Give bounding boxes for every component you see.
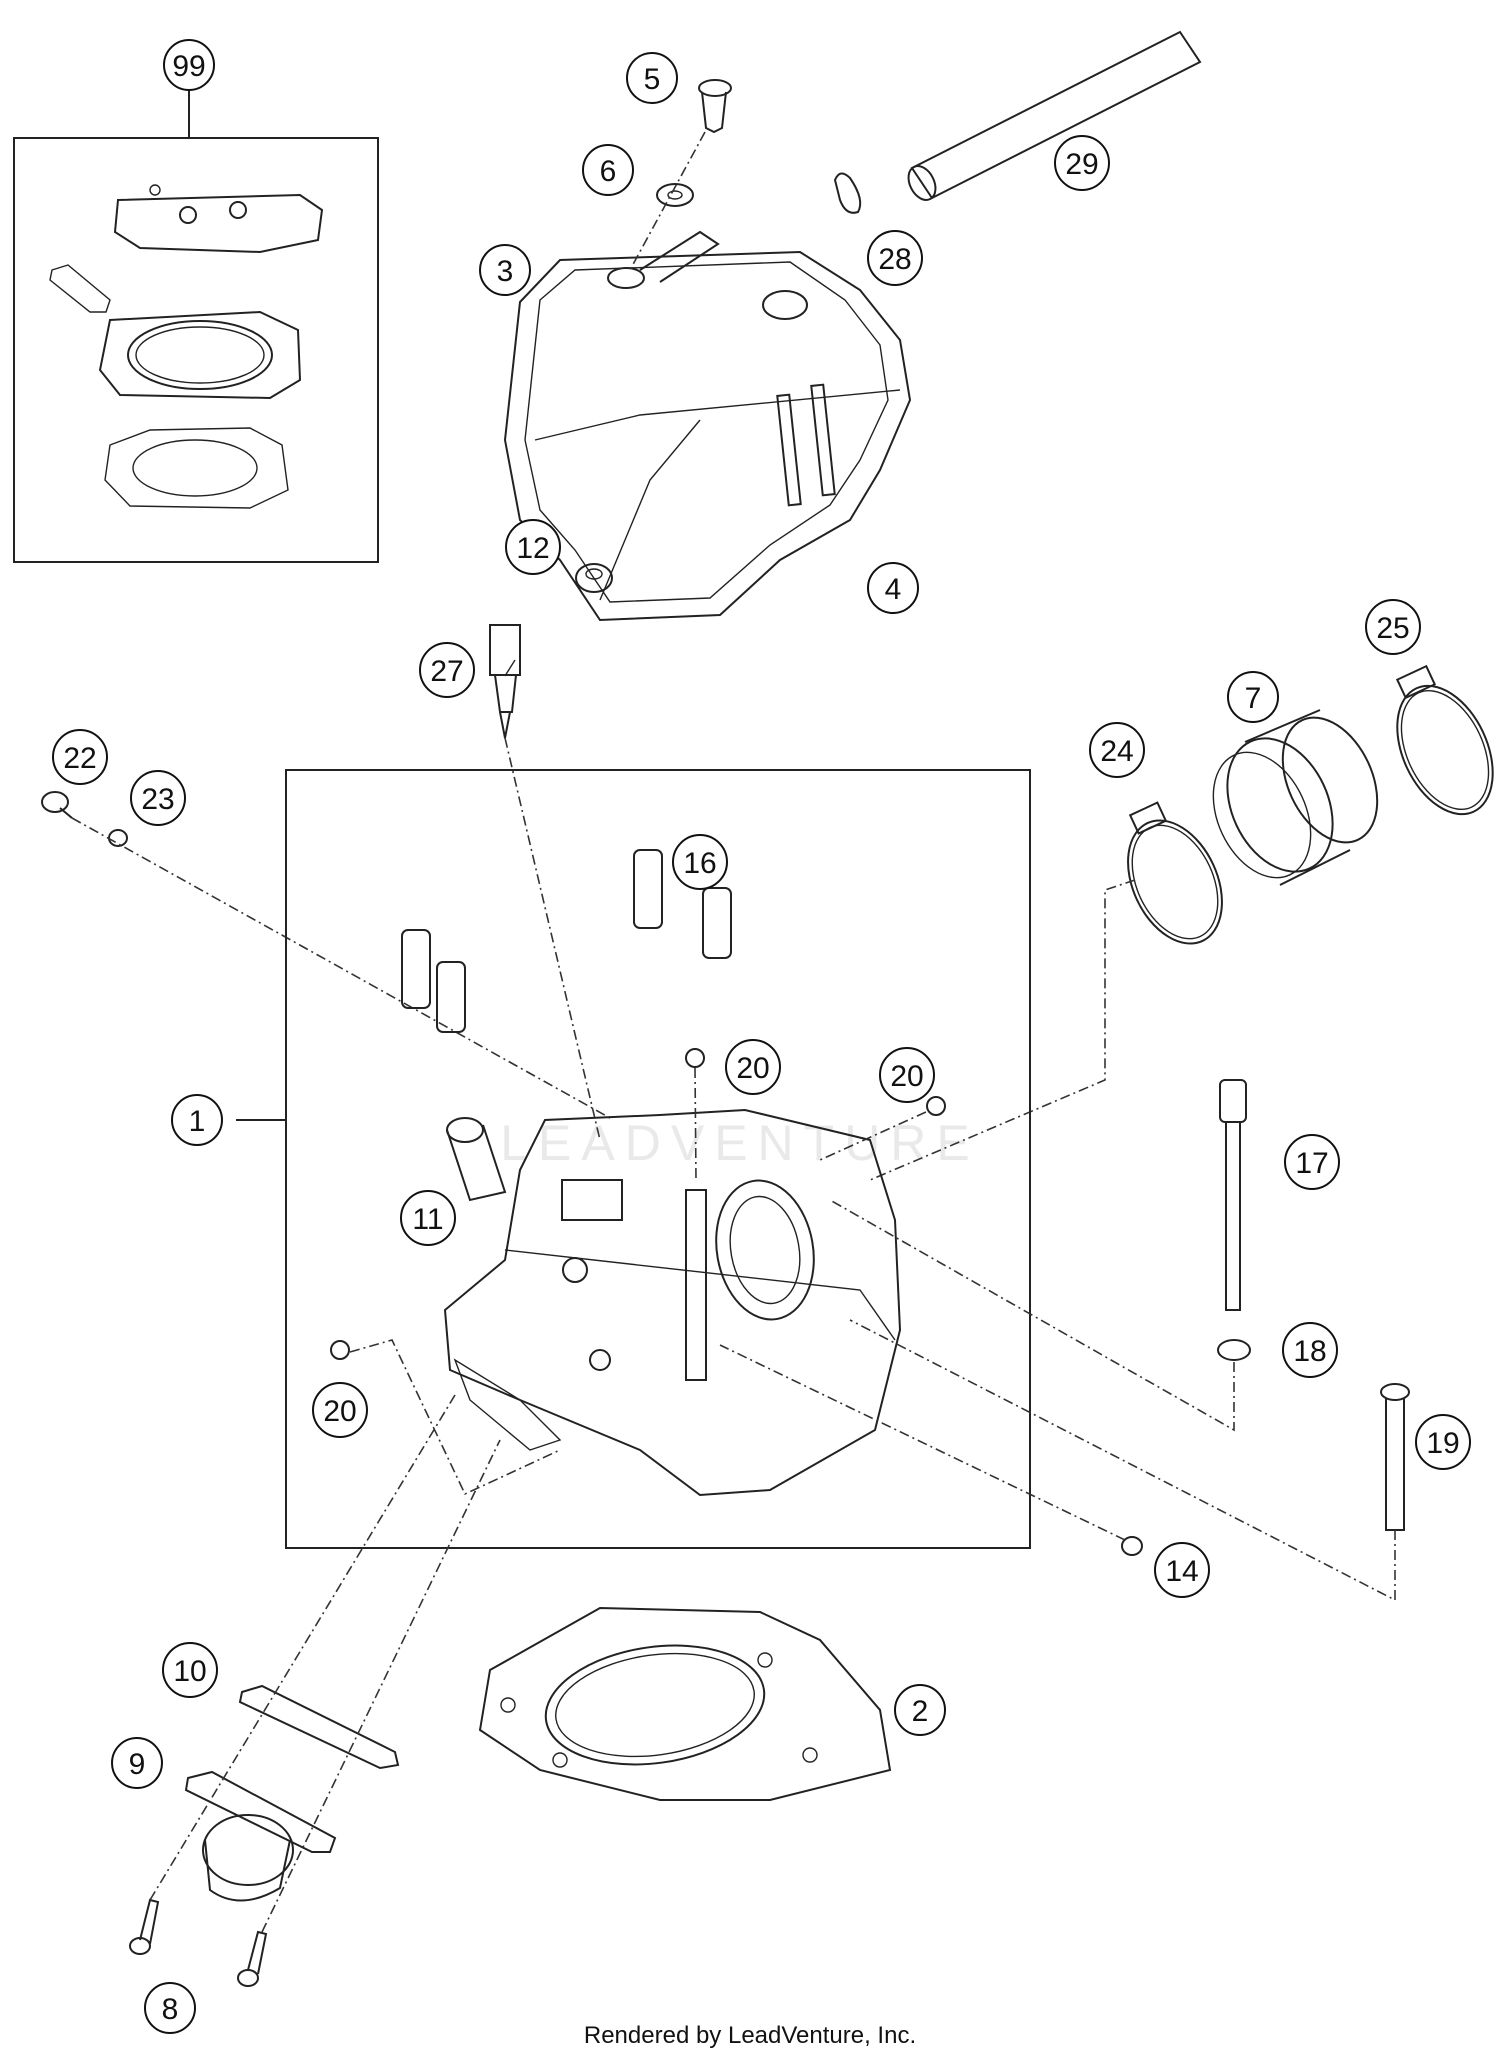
callout-27: 27 [419,642,475,698]
hose-29 [907,30,1202,201]
callout-9: 9 [111,1737,163,1789]
bolts-8 [129,1898,268,1987]
callout-99: 99 [163,39,215,91]
svg-text:27: 27 [430,655,463,688]
callout-8: 8 [144,1982,196,2034]
cylinder-head-box [236,769,1031,1549]
callout-10: 10 [162,1642,218,1698]
flange-9 [184,1770,337,1902]
bolt-22 [41,791,73,819]
svg-text:8: 8 [162,1993,179,2026]
intake-boot-7 [1212,709,1379,886]
callout-3: 3 [479,244,531,296]
washer-18 [1217,1339,1251,1361]
svg-text:20: 20 [736,1052,769,1085]
svg-text:1: 1 [189,1105,206,1138]
svg-text:5: 5 [644,63,661,96]
bushing-11 [446,1117,507,1202]
svg-text:9: 9 [129,1748,146,1781]
nut-20-b [819,1096,946,1161]
svg-text:2: 2 [912,1695,929,1728]
clamp-24 [1127,801,1223,945]
svg-text:18: 18 [1293,1335,1326,1368]
callout-20-c: 20 [312,1382,368,1438]
callout-2: 2 [894,1684,946,1736]
svg-text:12: 12 [516,532,549,565]
callout-20-a: 20 [725,1039,781,1095]
callout-4: 4 [867,562,919,614]
gasket-kit-box [13,90,379,563]
svg-text:10: 10 [173,1655,206,1688]
callout-23: 23 [130,770,186,826]
sensor-27 [489,624,601,1141]
svg-text:14: 14 [1165,1555,1198,1588]
svg-text:99: 99 [172,50,205,83]
washer-6 [656,183,694,207]
callout-6: 6 [582,144,634,196]
clip-28 [833,172,862,214]
svg-text:23: 23 [141,783,174,816]
callout-1: 1 [171,1094,223,1146]
callout-25: 25 [1365,599,1421,655]
callout-29: 29 [1054,135,1110,191]
nut-12 [575,563,613,593]
callout-7: 7 [1227,671,1279,723]
callout-14: 14 [1154,1542,1210,1598]
svg-text:19: 19 [1426,1427,1459,1460]
svg-text:7: 7 [1245,682,1262,715]
head-gasket-2 [478,1606,892,1801]
callout-18: 18 [1282,1322,1338,1378]
callout-5: 5 [626,52,678,104]
callout-12: 12 [505,519,561,575]
svg-text:4: 4 [885,573,902,606]
footer-credit: Rendered by LeadVenture, Inc. [583,2022,917,2049]
valve-cover [503,230,912,622]
svg-text:20: 20 [323,1395,356,1428]
callout-22: 22 [52,729,108,785]
bolt-17 [1219,1079,1247,1311]
svg-text:11: 11 [412,1203,443,1236]
callout-11: 11 [400,1190,456,1246]
nut-20-a [685,1048,705,1181]
washer-23 [108,829,128,847]
callout-17: 17 [1284,1134,1340,1190]
valve-guides-16 [401,849,732,1033]
clamp-25 [1395,664,1494,816]
svg-text:6: 6 [600,155,617,188]
svg-text:17: 17 [1295,1147,1328,1180]
svg-text:20: 20 [890,1060,923,1093]
bolt-19 [1380,1383,1410,1531]
svg-text:25: 25 [1376,612,1409,645]
cylinder-head [443,1108,902,1497]
nut-20-c [330,1339,561,1496]
svg-text:24: 24 [1100,735,1133,768]
watermark-text: LEADVENTURE [500,1115,980,1171]
callout-24: 24 [1089,722,1145,778]
svg-text:3: 3 [497,255,514,288]
svg-text:16: 16 [683,847,716,880]
callout-16: 16 [672,834,728,890]
callout-20-b: 20 [879,1047,935,1103]
callout-19: 19 [1415,1414,1471,1470]
svg-text:22: 22 [63,742,96,775]
callout-28: 28 [867,230,923,286]
gasket-10 [238,1684,400,1770]
nut-14 [1121,1536,1143,1556]
svg-text:28: 28 [878,243,911,276]
bolt-5 [698,79,732,134]
svg-text:29: 29 [1065,148,1098,181]
